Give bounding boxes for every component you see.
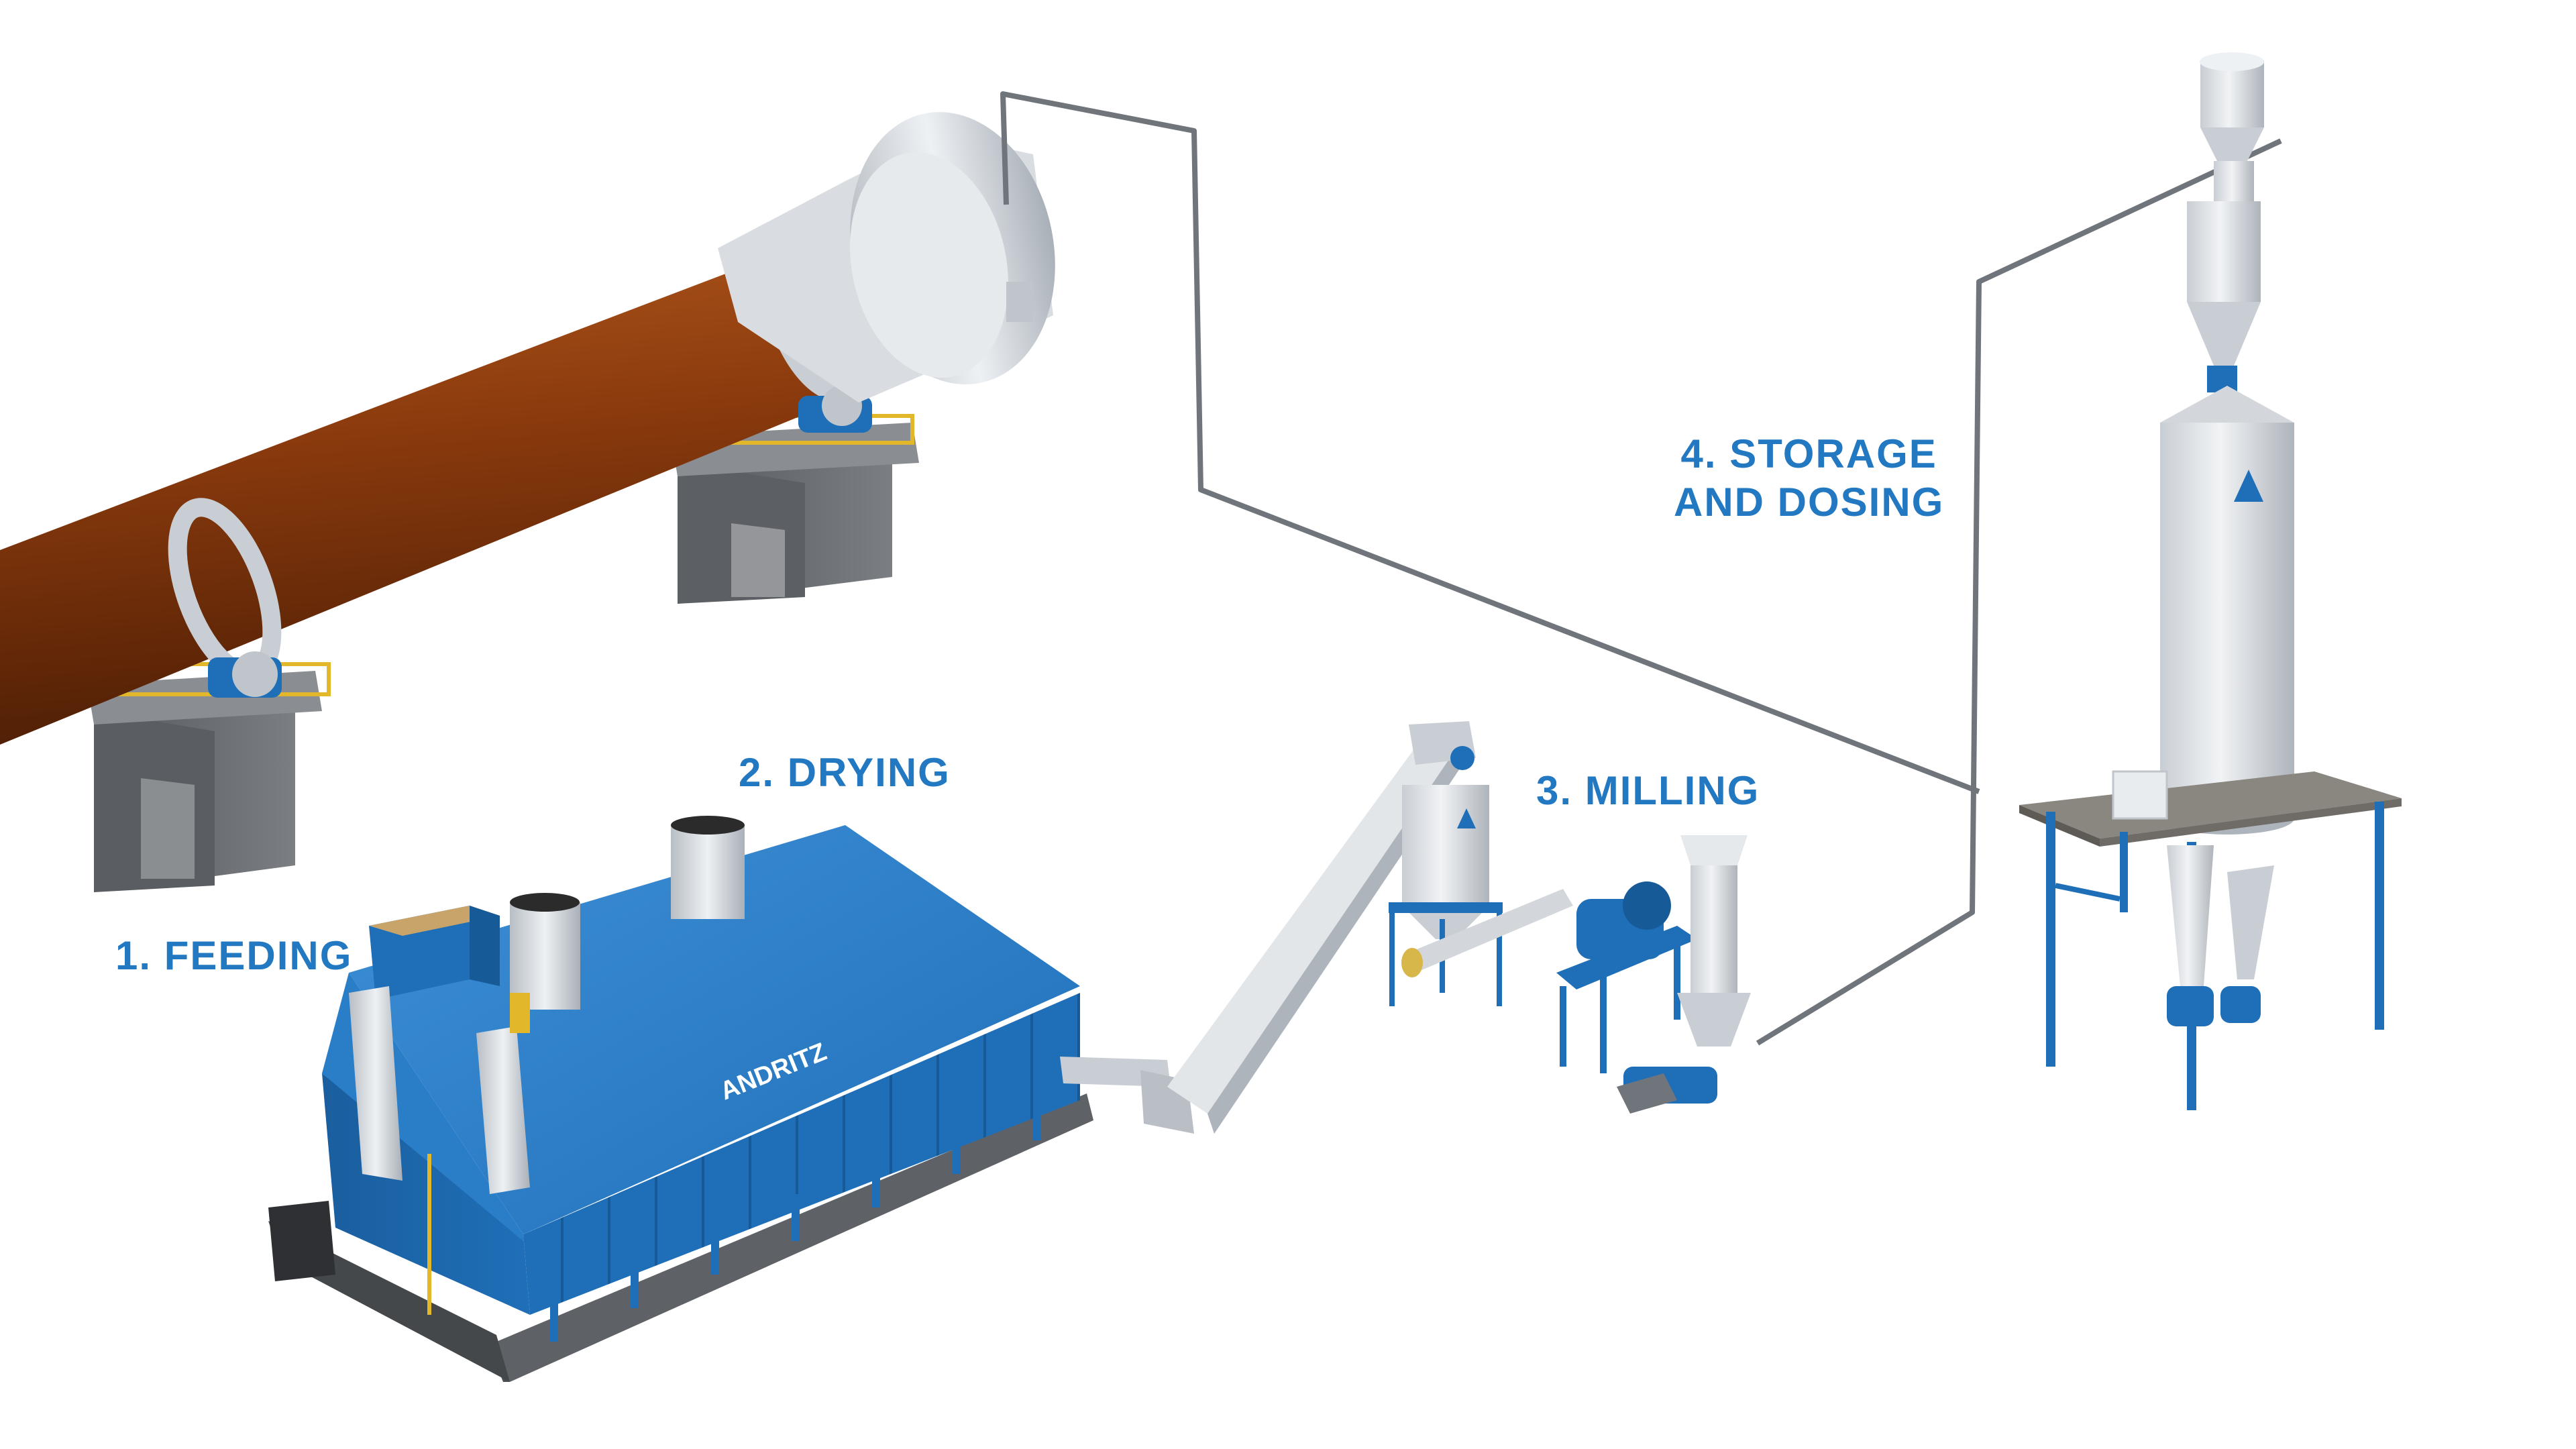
silo-logo-icon bbox=[2234, 470, 2263, 502]
kiln-tube bbox=[0, 228, 899, 745]
belt-dryer: ANDRITZ bbox=[268, 816, 1093, 1382]
rotary-kiln bbox=[0, 112, 1055, 892]
dryer-exhaust-stack-1 bbox=[510, 893, 580, 1010]
stage-label-storage-line2: AND DOSING bbox=[1674, 480, 1945, 525]
bucket-elevator-conveyor bbox=[1060, 721, 1476, 1134]
cyclone-separator bbox=[1389, 785, 1573, 1006]
stage-label-drying: 2. DRYING bbox=[739, 750, 951, 795]
stage-label-storage-line1: 4. STORAGE bbox=[1680, 431, 1937, 476]
feed-hopper bbox=[349, 906, 530, 1194]
transport-pipe-silo bbox=[1756, 138, 2282, 1046]
dryer-exhaust-stack-2 bbox=[671, 816, 745, 919]
stage-label-milling: 3. MILLING bbox=[1536, 768, 1760, 813]
stage-label-feeding: 1. FEEDING bbox=[115, 933, 353, 978]
storage-silo bbox=[2019, 52, 2402, 1110]
kiln-pier-front bbox=[87, 662, 331, 892]
transport-pipe-kiln bbox=[1000, 91, 1980, 794]
stage-label-storage-and-dosing: 4. STORAGE AND DOSING bbox=[1674, 430, 1944, 527]
hammer-mill bbox=[1556, 835, 1751, 1114]
cyclone-logo-icon bbox=[1457, 808, 1476, 828]
kiln-drive-front bbox=[208, 651, 282, 698]
